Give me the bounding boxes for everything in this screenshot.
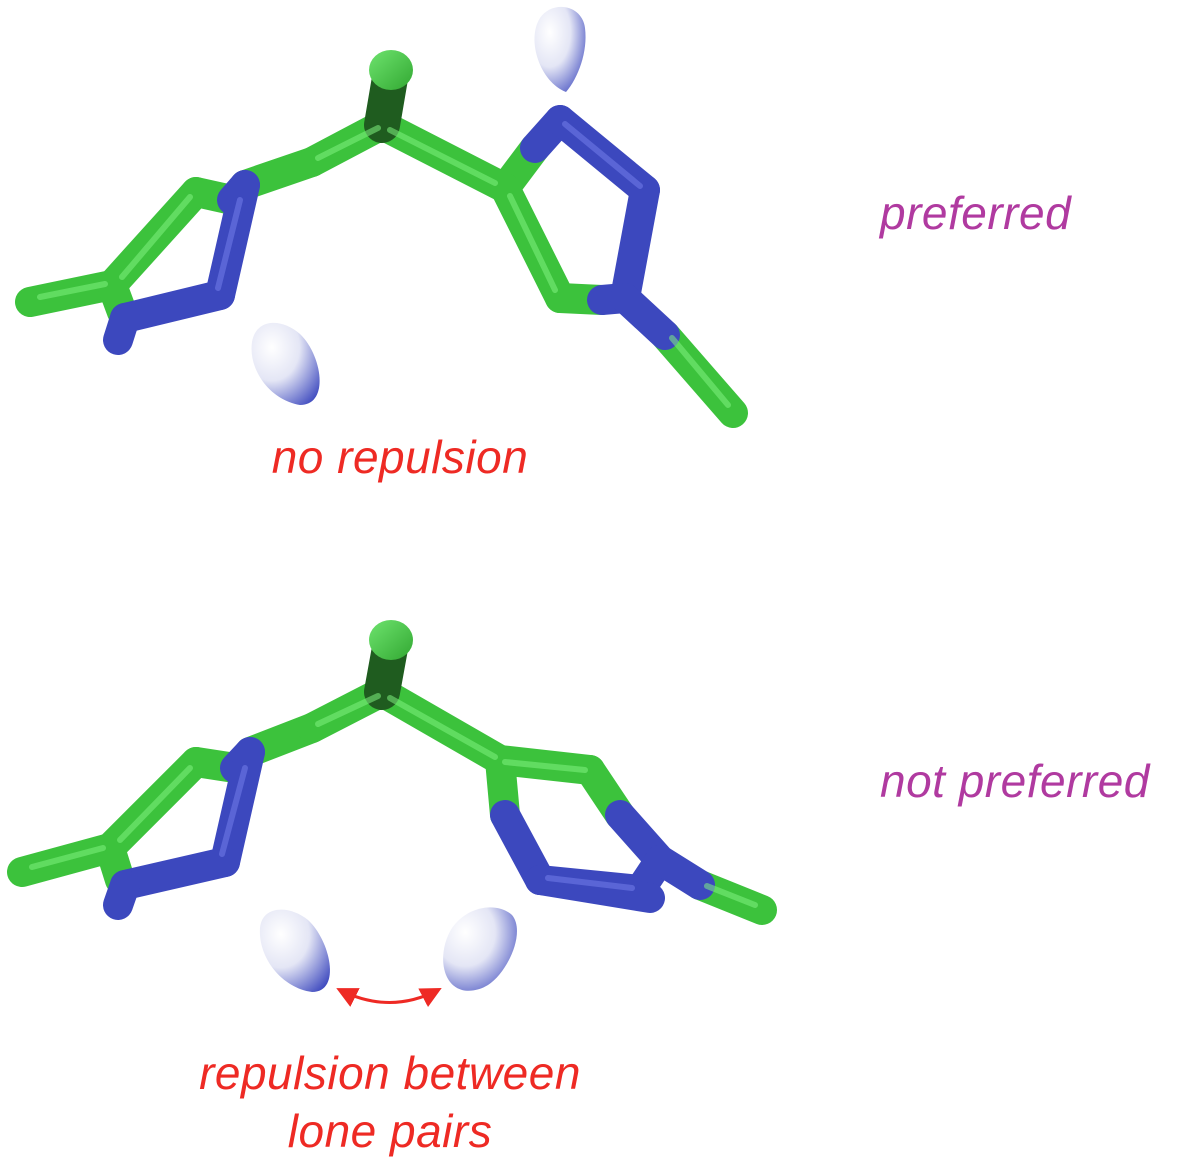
preferred-label: preferred [880,187,1072,239]
not-preferred-label: not preferred [880,755,1150,807]
repulsion-label-line2: lone pairs [287,1105,493,1157]
bottom-center-cap [369,620,413,660]
bottom-left-lone-pair [259,909,330,992]
bottom-lone-pairs [259,907,517,992]
repulsion-arrow [336,988,442,1008]
no-repulsion-label: no repulsion [271,431,529,483]
bottom-conformer-molecule [7,620,777,925]
bottom-right-lone-pair [443,907,517,991]
top-lower-lone-pair [251,322,320,405]
top-lone-pairs [251,6,586,405]
repulsion-label-line1: repulsion between [199,1047,581,1099]
top-center-cap [369,50,413,90]
top-conformer-molecule [15,50,748,428]
top-upper-lone-pair [534,6,586,92]
